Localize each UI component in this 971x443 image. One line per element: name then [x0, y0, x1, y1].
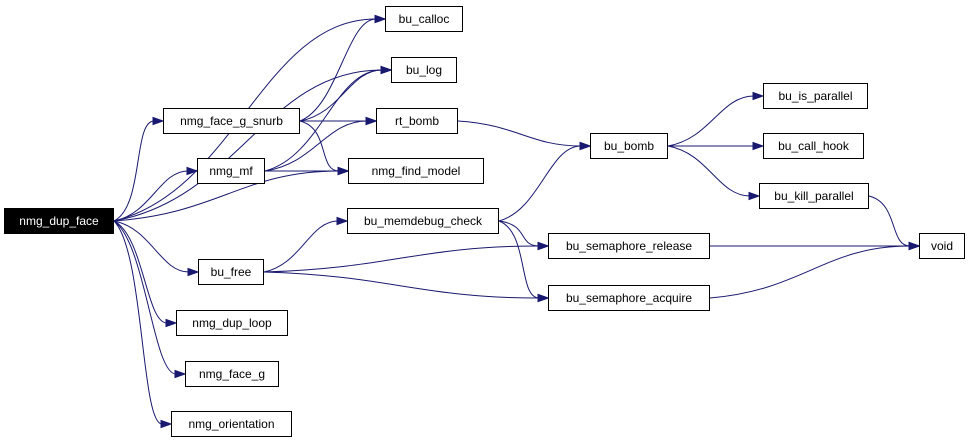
edge-nmg_dup_face-to-nmg_find_model: [113, 170, 340, 222]
edge-bu_free-to-bu_semaphore_acquire: [263, 271, 540, 299]
arrowhead-nmg_dup_face-to-nmg_face_g: [174, 369, 187, 379]
arrowhead-nmg_dup_face-to-bu_free: [187, 267, 200, 277]
node-nmg-face-g[interactable]: nmg_face_g: [185, 361, 279, 387]
arrowhead-nmg_dup_face-to-nmg_dup_loop: [165, 318, 178, 328]
edge-nmg_face_g_snurb-to-bu_calloc: [299, 18, 377, 122]
node-bu-calloc[interactable]: bu_calloc: [385, 6, 463, 32]
arrowhead-bu_semaphore_acquire-to-void: [908, 241, 921, 251]
node-void[interactable]: void: [919, 233, 965, 259]
node-nmg-face-g-snurb[interactable]: nmg_face_g_snurb: [163, 108, 300, 134]
node-bu-call-hook[interactable]: bu_call_hook: [763, 133, 864, 159]
arrowhead-nmg_mf-to-nmg_find_model: [337, 166, 350, 176]
arrowhead-bu_bomb-to-bu_is_parallel: [752, 91, 765, 101]
arrowhead-nmg_face_g_snurb-to-bu_calloc: [374, 14, 387, 24]
edge-nmg_dup_face-to-nmg_face_g: [113, 220, 177, 375]
node-bu-free[interactable]: bu_free: [198, 259, 264, 285]
node-bu-log[interactable]: bu_log: [391, 57, 457, 83]
edge-bu_memdebug_check-to-bu_bomb: [498, 145, 582, 222]
arrowhead-bu_free-to-bu_memdebug_check: [336, 216, 349, 226]
edge-nmg_dup_face-to-nmg_face_g_snurb: [113, 120, 155, 222]
node-nmg-mf[interactable]: nmg_mf: [197, 158, 265, 184]
edge-nmg_dup_face-to-nmg_dup_loop: [113, 220, 168, 324]
edge-bu_kill_parallel-to-void: [868, 195, 911, 247]
edge-nmg_face_g_snurb-to-nmg_find_model: [299, 120, 340, 172]
edge-nmg_mf-to-bu_log: [264, 69, 383, 172]
edge-bu_bomb-to-bu_kill_parallel: [667, 145, 751, 197]
edge-nmg_dup_face-to-nmg_mf: [113, 170, 189, 222]
arrowhead-nmg_dup_face-to-nmg_face_g_snurb: [152, 116, 165, 126]
edge-bu_free-to-bu_semaphore_release: [263, 245, 540, 273]
node-nmg-orientation[interactable]: nmg_orientation: [171, 411, 292, 437]
arrowhead-nmg_dup_face-to-nmg_orientation: [160, 419, 173, 429]
arrowhead-nmg_mf-to-bu_log: [380, 65, 393, 75]
node-bu-memdebug-check[interactable]: bu_memdebug_check: [347, 208, 499, 234]
edge-nmg_dup_face-to-bu_free: [113, 220, 190, 273]
arrowhead-bu_bomb-to-bu_call_hook: [752, 141, 765, 151]
edge-nmg_dup_face-to-nmg_orientation: [113, 220, 163, 425]
arrowhead-nmg_mf-to-rt_bomb: [365, 116, 378, 126]
arrowhead-bu_memdebug_check-to-bu_bomb: [579, 141, 592, 151]
edge-bu_memdebug_check-to-bu_semaphore_acquire: [498, 220, 540, 299]
edge-rt_bomb-to-bu_bomb: [457, 120, 582, 147]
node-rt-bomb[interactable]: rt_bomb: [376, 108, 458, 134]
edge-nmg_mf-to-rt_bomb: [264, 120, 368, 172]
edge-nmg_dup_face-to-bu_log: [113, 69, 383, 222]
node-bu-semaphore-acquire[interactable]: bu_semaphore_acquire: [548, 285, 710, 311]
edge-bu_free-to-bu_memdebug_check: [263, 220, 339, 273]
edge-bu_semaphore_acquire-to-void: [709, 245, 911, 299]
arrowhead-nmg_dup_face-to-nmg_mf: [186, 166, 199, 176]
edge-bu_bomb-to-bu_is_parallel: [667, 95, 755, 147]
arrowhead-bu_bomb-to-bu_kill_parallel: [748, 191, 761, 201]
node-nmg-dup-face[interactable]: nmg_dup_face: [4, 208, 114, 234]
edge-bu_memdebug_check-to-bu_semaphore_release: [498, 220, 540, 247]
arrowhead-bu_memdebug_check-to-bu_semaphore_release: [537, 241, 550, 251]
arrowhead-bu_memdebug_check-to-bu_semaphore_acquire: [537, 293, 550, 303]
node-bu-is-parallel[interactable]: bu_is_parallel: [763, 83, 868, 109]
node-bu-semaphore-release[interactable]: bu_semaphore_release: [548, 233, 710, 259]
node-bu-kill-parallel[interactable]: bu_kill_parallel: [759, 183, 869, 209]
node-nmg-dup-loop[interactable]: nmg_dup_loop: [176, 310, 288, 336]
node-nmg-find-model[interactable]: nmg_find_model: [348, 158, 484, 184]
node-bu-bomb[interactable]: bu_bomb: [590, 133, 668, 159]
